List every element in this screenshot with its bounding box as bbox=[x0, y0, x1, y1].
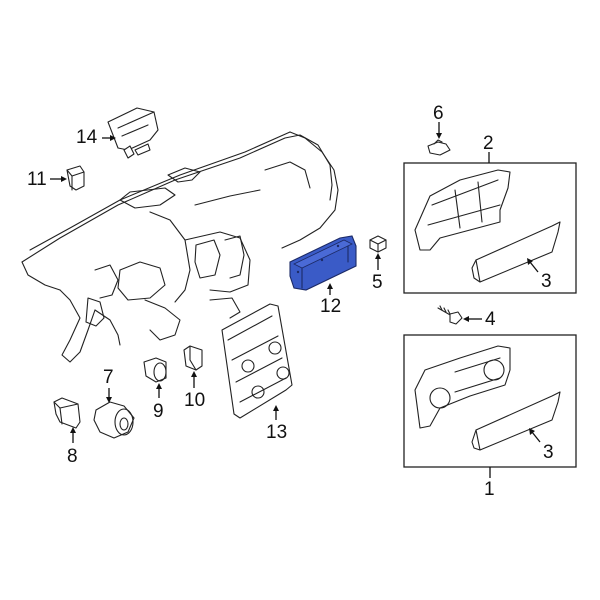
part-14-glove-box-latch[interactable] bbox=[107, 107, 159, 159]
callout-7: 7 bbox=[103, 367, 114, 388]
cluster-frame-upper bbox=[403, 162, 577, 294]
callout-4: 4 bbox=[485, 309, 496, 330]
part-5-small-clip[interactable] bbox=[369, 235, 387, 253]
part-13-climate-panel[interactable] bbox=[221, 303, 293, 419]
callout-8: 8 bbox=[67, 446, 78, 467]
part-8-module-connector[interactable] bbox=[53, 397, 81, 429]
callout-9: 9 bbox=[153, 401, 164, 422]
part-11-sensor-clip[interactable] bbox=[66, 165, 85, 191]
callout-14: 14 bbox=[76, 127, 98, 148]
part-10-sensor[interactable] bbox=[183, 345, 203, 371]
callout-13: 13 bbox=[266, 422, 288, 443]
cluster-frame-lower bbox=[403, 334, 577, 468]
part-12-control-module[interactable] bbox=[289, 235, 357, 291]
part-9-push-button[interactable] bbox=[143, 357, 167, 383]
leader-lines bbox=[50, 122, 541, 478]
callout-1: 1 bbox=[484, 479, 495, 500]
callout-12: 12 bbox=[320, 296, 342, 317]
callout-10: 10 bbox=[184, 390, 206, 411]
callout-6: 6 bbox=[433, 103, 444, 124]
instrument-panel-drawing bbox=[21, 131, 339, 363]
callout-5: 5 bbox=[372, 272, 383, 293]
callout-3-lower: 3 bbox=[543, 442, 554, 463]
callout-3-upper: 3 bbox=[541, 271, 552, 292]
part-4-screw[interactable] bbox=[437, 305, 463, 325]
part-6-bulb-socket[interactable] bbox=[427, 139, 451, 156]
callout-11: 11 bbox=[27, 169, 47, 190]
part-7-ignition-switch[interactable] bbox=[93, 401, 135, 439]
callout-2: 2 bbox=[483, 133, 494, 154]
